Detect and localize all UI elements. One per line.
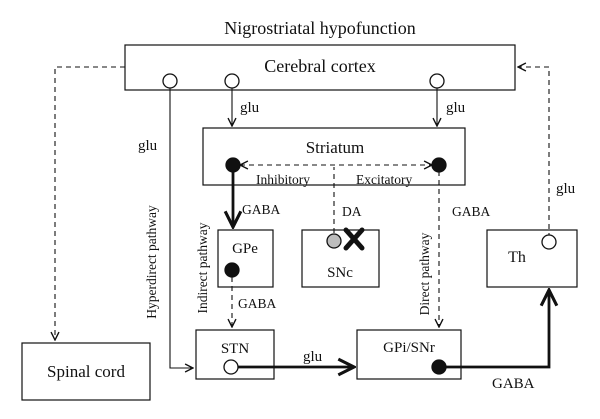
gpe-label: GPe [232,241,258,257]
snc-dopamine-neuron [326,233,342,249]
hyperdirect-pathway-label: Hyperdirect pathway [144,205,159,319]
gaba-label-striatum-gpe: GABA [242,202,281,217]
striatum-neuron-indirect [225,157,241,173]
gpi-snr-label: GPi/SNr [383,340,435,356]
stn-label: STN [221,341,250,357]
diagram-title: Nigrostriatal hypofunction [224,18,415,38]
glu-label-hyperdirect: glu [138,138,158,154]
gaba-label-gpe-stn: GABA [238,296,277,311]
gaba-label-gpi-thalamus: GABA [492,376,535,392]
lesion-cross-icon [343,227,365,251]
thalamus-label: Th [508,249,526,266]
direct-pathway-label: Direct pathway [417,232,432,315]
stn-neuron [223,359,239,375]
gpi-to-thalamus-edge [446,290,549,369]
glu-label-thalamus: glu [556,181,576,197]
hyperdirect-edge [169,87,193,368]
glu-label-left: glu [240,100,260,116]
excitatory-label: Excitatory [356,172,412,187]
inhibitory-label: Inhibitory [256,172,310,187]
thalamus-neuron [541,234,557,250]
gpe-box [217,229,274,288]
da-label: DA [342,204,362,219]
gpe-neuron [224,262,240,278]
cortex-neuron-left [224,73,240,89]
thalamus-box [486,229,578,288]
striatum-label: Striatum [306,138,365,157]
glu-label-stn-gpi: glu [303,349,323,365]
cerebral-cortex-box [124,44,516,91]
cortex-to-spinal-edge [55,66,125,340]
gaba-label-direct: GABA [452,204,491,219]
gpi-neuron [431,359,447,375]
snc-label: SNc [327,265,353,281]
thalamus-to-cortex-edge [518,67,550,238]
cortex-neuron-right [429,73,445,89]
spinal-cord-label: Spinal cord [47,362,125,381]
spinal-cord-box [21,342,151,401]
cerebral-cortex-label: Cerebral cortex [264,56,375,76]
glu-label-right: glu [446,100,466,116]
cortex-neuron-hyperdirect [162,73,178,89]
striatum-neuron-direct [431,157,447,173]
indirect-pathway-label: Indirect pathway [195,222,210,313]
